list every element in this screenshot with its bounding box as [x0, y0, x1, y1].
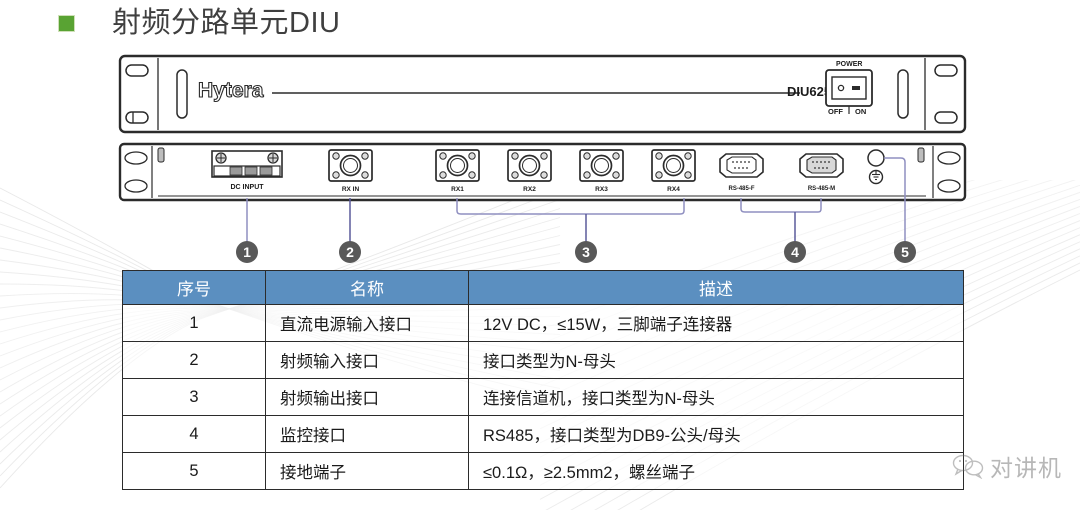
port-label-rs485-f: RS-485-F	[728, 186, 754, 192]
table-cell-name: 直流电源输入接口	[265, 304, 469, 342]
bullet-square-icon	[58, 14, 75, 32]
device-illustration: Hytera DIU625 POWER OFF ON	[118, 54, 967, 263]
power-switch: POWER OFF ON	[825, 61, 873, 116]
table-cell-desc: 接口类型为N-母头	[468, 341, 964, 379]
table-cell-no: 3	[122, 378, 266, 416]
table-cell-desc: RS485，接口类型为DB9-公头/母头	[468, 415, 964, 453]
n-connector-rx-in: RX IN	[328, 149, 373, 193]
svg-text:POWER: POWER	[836, 61, 862, 68]
column-header-no: 序号	[122, 270, 266, 305]
svg-text:1: 1	[243, 244, 251, 260]
watermark-text: 对讲机	[990, 455, 1062, 481]
callout-badge-2: 2	[339, 241, 361, 263]
n-connector-rx4: RX4	[651, 149, 696, 193]
table-cell-name: 射频输出接口	[265, 378, 469, 416]
front-panel-model: DIU625	[787, 84, 831, 99]
table-cell-desc: 12V DC，≤15W，三脚端子连接器	[468, 304, 964, 342]
page-title: 射频分路单元DIU	[112, 6, 341, 39]
callout-badge-1: 1	[236, 241, 258, 263]
callout-leader-lines	[246, 157, 906, 243]
callout-badge-4: 4	[784, 241, 806, 263]
table-cell-desc: 连接信道机，接口类型为N-母头	[468, 378, 964, 416]
column-header-name: 名称	[265, 270, 469, 305]
table-cell-desc: ≤0.1Ω，≥2.5mm2，螺丝端子	[468, 452, 964, 490]
callout-badge-3: 3	[575, 241, 597, 263]
callout-badges: 1 2 3 4 5	[236, 241, 916, 263]
table-cell-no: 2	[122, 341, 266, 379]
table-cell-name: 接地端子	[265, 452, 469, 490]
svg-text:4: 4	[791, 244, 799, 260]
svg-text:OFF: OFF	[828, 107, 843, 116]
n-connector-rx2: RX2	[507, 149, 552, 193]
table-cell-name: 监控接口	[265, 415, 469, 453]
svg-text:5: 5	[901, 244, 909, 260]
slide-title-row: 射频分路单元DIU	[0, 0, 1080, 46]
wechat-icon	[952, 454, 984, 479]
dc-input-port: DC INPUT	[211, 150, 283, 191]
n-connector-rx3: RX3	[579, 149, 624, 193]
port-label-dc-input: DC INPUT	[230, 184, 264, 191]
svg-text:3: 3	[582, 244, 590, 260]
rear-panel: DC INPUT RX IN RX1	[118, 142, 967, 202]
db9-port-rs485-m: RS-485-M	[799, 153, 844, 192]
port-label-rx2: RX2	[523, 186, 536, 193]
callout-badge-5: 5	[894, 241, 916, 263]
port-label-rs485-m: RS-485-M	[808, 186, 835, 192]
table-cell-no: 1	[122, 304, 266, 342]
watermark: 对讲机	[952, 449, 1062, 483]
front-panel: Hytera DIU625 POWER OFF ON	[118, 54, 967, 134]
port-label-rx4: RX4	[667, 186, 680, 193]
port-label-rx-in: RX IN	[342, 186, 360, 193]
n-connector-rx1: RX1	[435, 149, 480, 193]
column-header-desc: 描述	[468, 270, 964, 305]
table-cell-name: 射频输入接口	[265, 341, 469, 379]
port-label-rx3: RX3	[595, 186, 608, 193]
port-label-rx1: RX1	[451, 186, 464, 193]
table-cell-no: 5	[122, 452, 266, 490]
table-cell-no: 4	[122, 415, 266, 453]
svg-text:ON: ON	[855, 107, 866, 116]
front-panel-brand: Hytera	[198, 79, 264, 102]
svg-text:2: 2	[346, 244, 354, 260]
db9-port-rs485-f: RS-485-F	[719, 153, 764, 192]
table-header-row: 序号 名称 描述	[122, 270, 964, 305]
